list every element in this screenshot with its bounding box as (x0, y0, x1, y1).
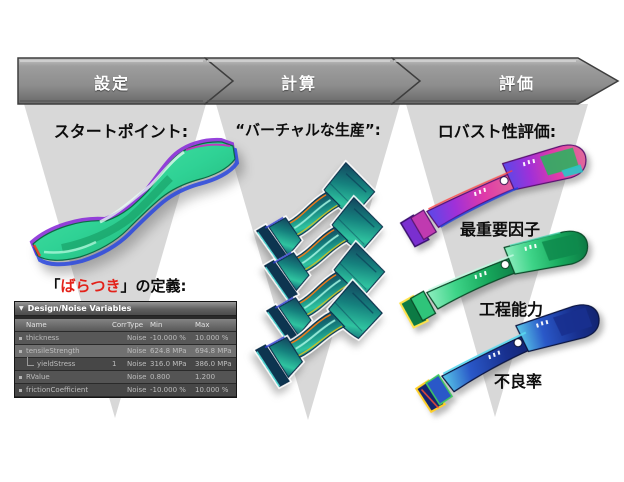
cell-max: 10.000 % (195, 334, 229, 342)
cell-type: Noise (127, 373, 147, 381)
definition-open-bracket: 「 (45, 277, 61, 295)
table-header-row: Name Corr Type Min Max (15, 319, 236, 332)
cell-type: Noise (127, 347, 147, 355)
table-row-selected[interactable]: tensileStrength Noise 624.8 MPa 694.8 MP… (15, 345, 236, 358)
collapse-icon[interactable]: ▼ (19, 305, 24, 312)
definition-close-text: 」の定義: (120, 277, 187, 295)
cell-min: 624.8 MPa (150, 347, 187, 355)
heading-robustness: ロバスト性評価: (437, 122, 557, 141)
cell-name: tensileStrength (26, 347, 80, 355)
row-bullet-icon (19, 349, 22, 353)
table-row[interactable]: yieldStress 1 Noise 316.0 MPa 386.0 MPa (15, 356, 236, 371)
cell-max: 1.200 (195, 373, 216, 381)
design-noise-variables-panel: ▼ Design/Noise Variables Name Corr Type … (14, 301, 237, 398)
cell-type: Noise (127, 360, 147, 368)
cell-name: frictionCoefficient (26, 386, 89, 394)
heading-virtual-production: “バーチャルな生産”: (235, 121, 381, 139)
header-type[interactable]: Type (127, 321, 144, 329)
row-bullet-icon (19, 336, 22, 340)
cell-name-text: yieldStress (37, 360, 76, 368)
table-row[interactable]: frictionCoefficient Noise -10.000 % 10.0… (15, 384, 236, 397)
row-bullet-icon (19, 388, 22, 392)
factor-part-image (399, 144, 587, 248)
row-gutter (15, 371, 26, 383)
row-gutter (15, 358, 26, 370)
label-defect-rate: 不良率 (493, 372, 542, 391)
header-corr[interactable]: Corr (112, 321, 127, 329)
panel-title-bar[interactable]: ▼ Design/Noise Variables (15, 302, 236, 316)
cell-type: Noise (127, 386, 147, 394)
row-gutter (15, 345, 26, 357)
cell-max: 694.8 MPa (195, 347, 232, 355)
definition-term: ばらつき (60, 277, 121, 295)
start-part-image (29, 137, 240, 267)
cell-name: RValue (26, 373, 50, 381)
cell-max: 386.0 MPa (195, 360, 232, 368)
step-label-setup[interactable]: 設定 (93, 74, 130, 93)
step-label-evaluate[interactable]: 評価 (498, 74, 535, 93)
row-bullet-icon (19, 375, 22, 379)
row-gutter (15, 332, 26, 344)
cell-type: Noise (127, 334, 147, 342)
capability-part-image (398, 230, 589, 329)
heading-start-point: スタートポイント: (53, 122, 189, 141)
step-arrow-setup[interactable] (17, 57, 235, 105)
header-max[interactable]: Max (195, 321, 210, 329)
cell-name: thickness (26, 334, 60, 342)
header-name[interactable]: Name (26, 321, 47, 329)
table-row[interactable]: thickness Noise -10.000 % 10.000 % (15, 332, 236, 345)
variation-definition: 「ばらつき」の定義: (18, 275, 214, 296)
cell-min: -10.000 % (150, 334, 186, 342)
label-process-capability: 工程能力 (478, 300, 543, 319)
step-label-compute[interactable]: 計算 (280, 74, 317, 93)
workflow-arrows (17, 57, 620, 105)
defect-part-image (414, 304, 600, 414)
panel-spacer (15, 316, 236, 319)
cell-min: 0.800 (150, 373, 171, 381)
table-row[interactable]: RValue Noise 0.800 1.200 (15, 371, 236, 384)
header-min[interactable]: Min (150, 321, 163, 329)
cell-min: 316.0 MPa (150, 360, 187, 368)
panel-title: Design/Noise Variables (27, 304, 132, 313)
row-gutter (15, 384, 26, 396)
cell-corr: 1 (112, 360, 117, 368)
header-gutter (15, 319, 26, 331)
cell-max: 10.000 % (195, 386, 229, 394)
cell-name-child: yieldStress (26, 356, 112, 368)
label-key-factor: 最重要因子 (459, 220, 540, 239)
cell-min: -10.000 % (150, 386, 186, 394)
tree-connector-icon (27, 356, 34, 366)
